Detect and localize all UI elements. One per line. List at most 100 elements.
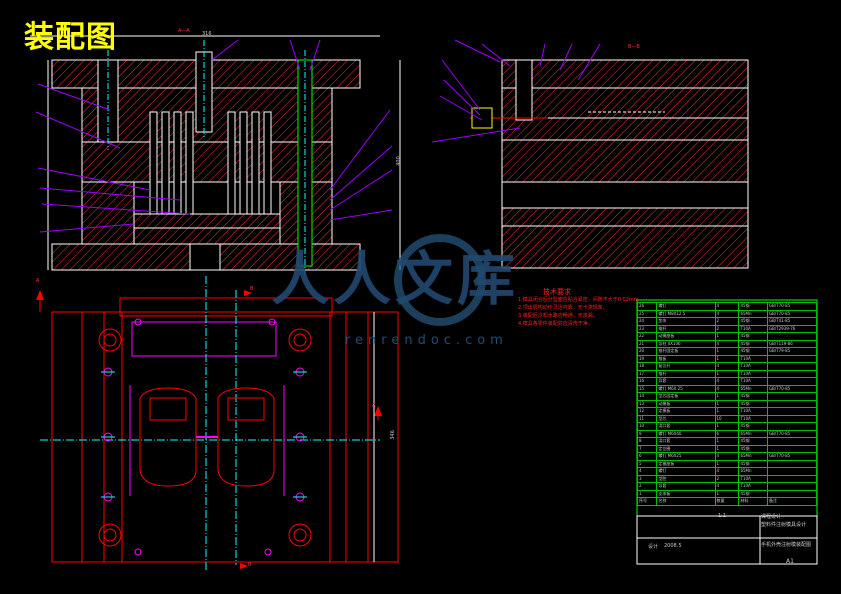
bom-cell: 1 xyxy=(714,407,740,416)
side-cavity-plate xyxy=(501,87,749,119)
bom-cell: T10A xyxy=(738,369,768,378)
bom-cell xyxy=(766,407,818,416)
bom-cell: 24 xyxy=(636,317,658,326)
bom-cell: 2 xyxy=(636,482,658,491)
leader-line xyxy=(559,43,573,71)
bom-cell: 型芯 xyxy=(656,414,716,423)
bom-cell xyxy=(766,474,818,483)
leader-line xyxy=(431,127,521,143)
bom-cell: 45钢 xyxy=(738,302,768,311)
leader-line xyxy=(329,109,391,191)
title-block-drawn-label: 设计 xyxy=(648,544,659,550)
bom-cell xyxy=(766,414,818,423)
bom-cell: 垫块 xyxy=(656,317,716,326)
bom-cell: 4 xyxy=(714,467,740,476)
section-label-b: B—B xyxy=(628,44,640,50)
bom-cell xyxy=(766,332,818,341)
bom-cell: 1 xyxy=(714,354,740,363)
leader-line xyxy=(35,111,121,149)
bom-cell: 型芯固定板 xyxy=(656,392,716,401)
leader-line xyxy=(37,83,111,111)
cavity-insert-right xyxy=(227,397,265,421)
plan-rail-left xyxy=(81,311,105,563)
bom-cell: 65Mn xyxy=(738,429,768,438)
bom-cell: 17 xyxy=(636,369,658,378)
bom-cell: 名称 xyxy=(656,497,716,506)
side-injector xyxy=(471,107,493,129)
bom-cell: 数量 xyxy=(714,497,740,506)
side-bottom-plate xyxy=(501,225,749,269)
guide-bushing-circle xyxy=(103,333,117,347)
watermark-logo: 人人文库 xyxy=(271,245,520,313)
bom-cell: 65Mn xyxy=(738,384,768,393)
bom-cell: 定模板 xyxy=(656,407,716,416)
bom-cell: 定位圈 xyxy=(656,444,716,453)
bom-cell: 1 xyxy=(714,332,740,341)
leader-line xyxy=(329,169,393,211)
section-label-a: A—A xyxy=(178,28,190,34)
side-lower-plate xyxy=(501,207,749,227)
bom-cell: 推板 xyxy=(656,354,716,363)
title-block-frame xyxy=(636,515,818,565)
leader-line xyxy=(454,39,501,63)
guide-bushing-circle xyxy=(288,523,312,547)
bom-cell: 1 xyxy=(714,437,740,446)
bom-cell: 6 xyxy=(714,429,740,438)
bom-header-row: 序号名称数量材料备注 xyxy=(636,497,818,506)
bom-cell xyxy=(766,362,818,371)
bom-cell: 4 xyxy=(714,362,740,371)
plan-runner-box xyxy=(131,321,277,357)
bom-cell xyxy=(766,354,818,363)
title-block-drawing-name: 手机外壳注射模装配图 xyxy=(761,542,812,548)
tech-requirement-line: 1.模具闭合后分型面应贴合紧密，间隙不大于0.02mm。 xyxy=(518,297,644,303)
bom-cell: 4 xyxy=(714,302,740,311)
bom-cell: 19 xyxy=(636,354,658,363)
core-pin xyxy=(185,111,194,215)
tech-requirement-line: 4.模具各零件装配前应清洗干净。 xyxy=(518,321,593,327)
bom-cell: 2 xyxy=(714,317,740,326)
bom-cell: 12 xyxy=(636,407,658,416)
core-pin xyxy=(173,111,182,215)
bom-cell: 导柱 4X106 xyxy=(656,339,716,348)
bom-cell: 推杆 xyxy=(656,369,716,378)
bom-cell: GB/T79-85 xyxy=(766,347,818,356)
bom-cell: GB/T70-85 xyxy=(766,429,818,438)
bom-cell: 65Mn xyxy=(738,309,768,318)
bom-cell xyxy=(766,399,818,408)
bom-cell: 3 xyxy=(636,474,658,483)
screw-hole-circle xyxy=(264,548,272,556)
title-block-sheet: A1 xyxy=(786,558,794,565)
bom-cell: 材料 xyxy=(738,497,768,506)
bom-cell: T10A xyxy=(738,482,768,491)
bom-cell: 21 xyxy=(636,339,658,348)
bom-cell: 4 xyxy=(636,467,658,476)
bom-cell: 1 xyxy=(714,459,740,468)
side-core-plate xyxy=(501,139,749,183)
bom-cell: 4 xyxy=(714,482,740,491)
section-arrow-b-top: B xyxy=(250,286,254,292)
bom-cell: 4 xyxy=(714,377,740,386)
core-pin xyxy=(239,111,248,215)
plan-ejector-area xyxy=(121,311,331,563)
bom-cell: 10 xyxy=(714,414,740,423)
leader-line xyxy=(441,59,481,111)
bom-cell: GB/T70-85 xyxy=(766,384,818,393)
leader-line xyxy=(41,203,191,215)
dimension-top: 316 xyxy=(202,31,212,37)
bom-cell: 螺钉 M6X40 xyxy=(656,429,716,438)
bom-cell: 23 xyxy=(636,324,658,333)
leader-line xyxy=(211,39,239,61)
bom-cell: GB/T70-85 xyxy=(766,452,818,461)
bom-cell: 推杆固定板 xyxy=(656,347,716,356)
